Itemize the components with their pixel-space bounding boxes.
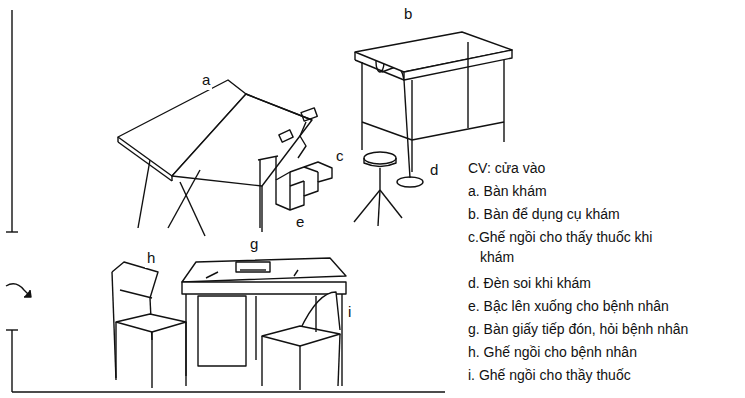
reception-desk [182, 258, 346, 386]
part-letter: c [334, 146, 346, 166]
legend-line: e. Bậc lên xuống cho bệnh nhân [468, 296, 669, 316]
wall-lines [6, 10, 445, 392]
instrument-table [355, 32, 512, 172]
part-letter: g [248, 234, 260, 254]
entrance-arrow [6, 284, 31, 297]
legend-line: b. Bàn để dụng cụ khám [468, 204, 620, 224]
part-letter: i [346, 302, 353, 322]
legend-line: c.Ghế ngồi cho thấy thuốc khi khám [468, 227, 680, 267]
exam-table [118, 80, 317, 236]
part-letter: d [428, 160, 440, 180]
legend-line: i. Ghế ngồi cho thầy thuốc [468, 365, 631, 385]
part-letter: b [402, 4, 414, 24]
part-letter: e [294, 212, 306, 232]
legend-line: CV: cửa vào [468, 158, 545, 178]
part-letter: a [200, 70, 212, 90]
legend-line: d. Đèn soi khi khám [468, 273, 591, 293]
part-letter: h [145, 248, 157, 268]
legend-line: g. Bàn giấy tiếp đón, hỏi bệnh nhân [468, 319, 688, 339]
doctor-stool [354, 152, 402, 226]
legend-line: a. Bàn khám [468, 181, 547, 201]
patient-chair [112, 262, 186, 388]
legend-line: h. Ghế ngồi cho bệnh nhân [468, 342, 637, 362]
doctor-chair [262, 292, 340, 390]
